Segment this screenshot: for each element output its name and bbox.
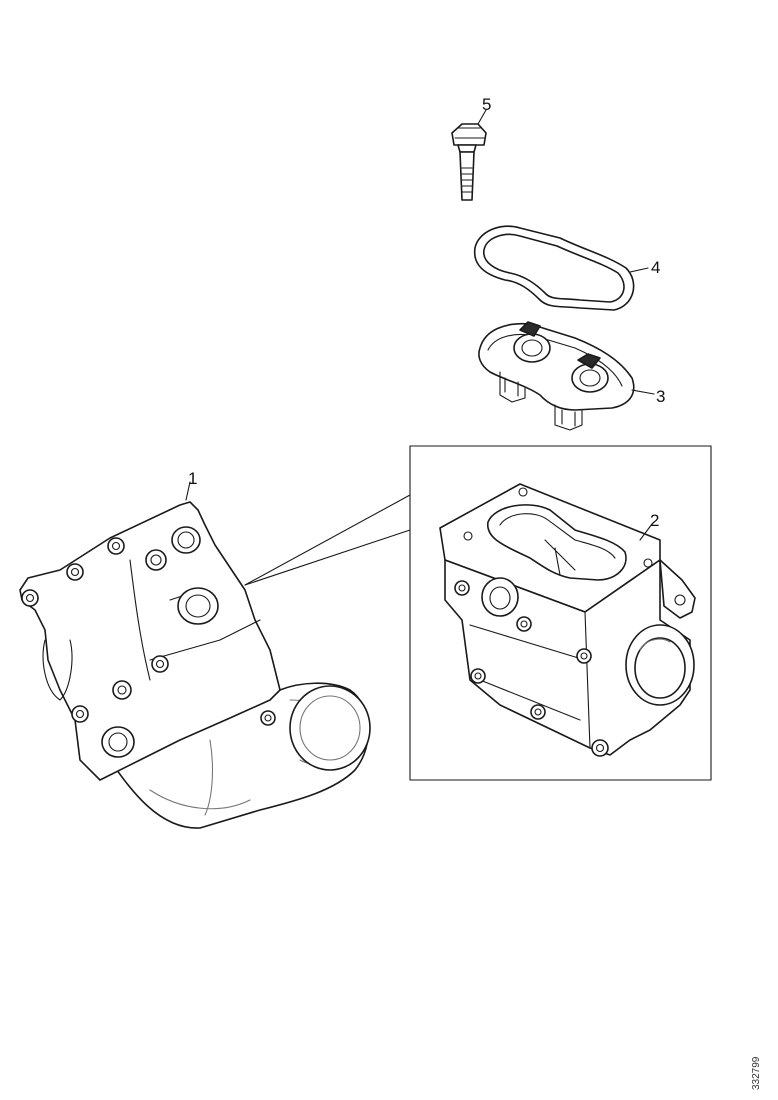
detail-pointer-upper [244,494,411,586]
detail-frame [409,445,712,781]
callout-2: 2 [650,511,659,530]
thermostat-insert-part-3 [478,321,635,431]
leader-line-1 [185,481,191,501]
drawing-reference-number: 332799 [751,1056,762,1090]
detail-pointer-lower [244,529,411,586]
leader-line-2 [639,523,653,541]
leader-line-3 [631,389,655,395]
leader-line-5 [477,109,487,125]
bolt-part-5 [451,123,487,201]
callout-5: 5 [482,95,491,114]
callout-4: 4 [651,258,660,277]
housing-assembly-part-1 [19,501,371,829]
thermostat-housing-part-2 [439,483,696,757]
callout-1: 1 [188,469,197,488]
callout-3: 3 [656,387,665,406]
leader-line-4 [629,267,649,273]
gasket-part-4 [474,225,635,311]
